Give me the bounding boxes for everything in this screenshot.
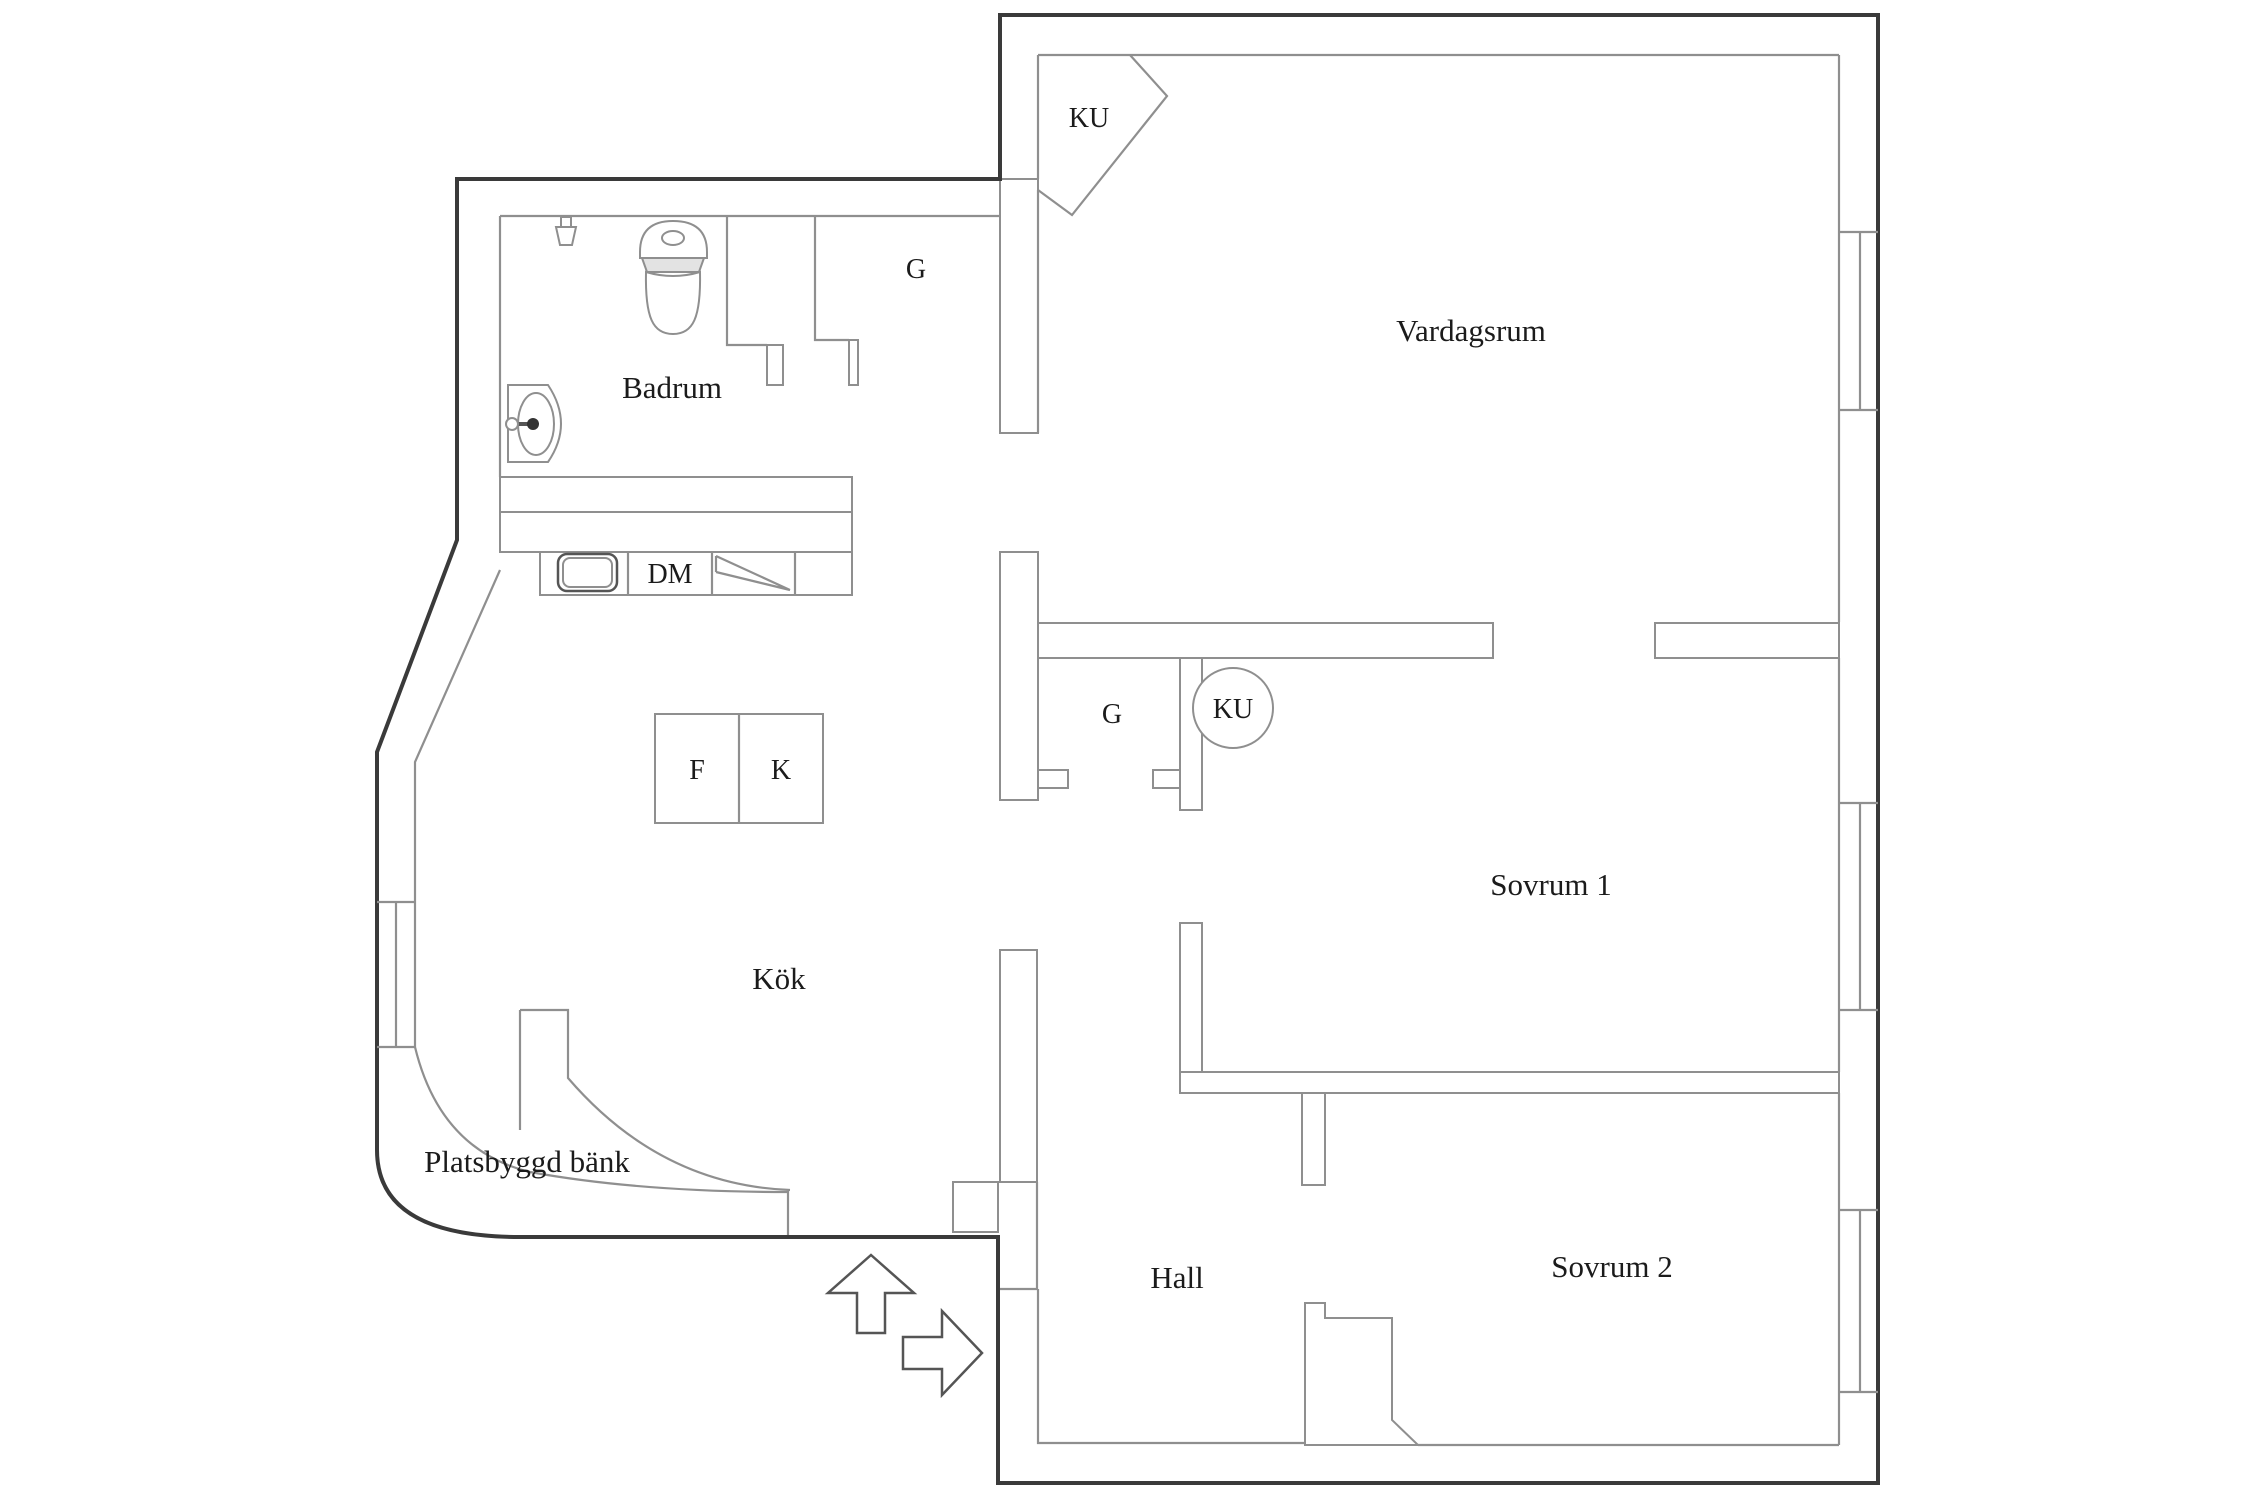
- hall-sovrum2-door-stub: [1301, 1092, 1326, 1186]
- label-platsbyggd-bank: Platsbyggd bänk: [424, 1144, 630, 1179]
- label-dm: DM: [647, 559, 692, 590]
- label-fridge: F: [689, 755, 705, 786]
- wall-closet-sovrum1-lower: [1179, 922, 1203, 1073]
- stove-icon: [714, 555, 791, 592]
- sink-icon: [505, 384, 562, 463]
- wall-kitchen-corridor-pillar: [999, 551, 1039, 801]
- label-ku-corner: KU: [1069, 103, 1109, 134]
- fridge-freezer-unit: [654, 713, 824, 824]
- labels: Vardagsrum Sovrum 1 Sovrum 2 Hall Kök Ba…: [424, 103, 1673, 1295]
- bathroom-south-wall: [499, 476, 853, 513]
- label-sovrum1: Sovrum 1: [1490, 867, 1611, 902]
- wall-kitchen-vardagsrum-upper: [999, 178, 1039, 434]
- label-badrum: Badrum: [622, 370, 722, 405]
- wall-vardagsrum-sovrum1-east: [1654, 622, 1840, 659]
- window-kitchen: [375, 900, 417, 1049]
- arrow-up-icon: [824, 1253, 918, 1335]
- wall-closet-sovrum1-upper: [1179, 657, 1203, 811]
- bathroom-door-jamb: [766, 344, 784, 386]
- label-g-mid: G: [1102, 699, 1122, 730]
- label-ku-circle: KU: [1213, 694, 1253, 725]
- wall-vardagsrum-sovrum1-west: [1037, 622, 1494, 659]
- windows: [375, 230, 1880, 1394]
- kakelugn-round-icon: [1192, 667, 1274, 749]
- wall-sovrum1-hall: [1179, 1071, 1840, 1094]
- entrance-arrows: [824, 1253, 984, 1399]
- label-freezer: K: [771, 755, 791, 786]
- window-sovrum1: [1837, 801, 1880, 1012]
- shower-icon: [554, 216, 578, 246]
- closet-top-door-jamb: [848, 339, 859, 386]
- window-sovrum2: [1837, 1208, 1880, 1394]
- wall-corridor-hall: [999, 949, 1038, 1183]
- toilet-icon: [639, 219, 708, 336]
- fixtures: [499, 54, 1274, 1399]
- kakelugn-corner-icon: [1037, 54, 1169, 217]
- closet-mid-jamb-left: [1037, 769, 1069, 789]
- window-vardagsrum: [1837, 230, 1880, 412]
- kitchen-counter: [499, 511, 853, 596]
- label-kok: Kök: [752, 961, 806, 996]
- label-vardagsrum: Vardagsrum: [1396, 313, 1546, 348]
- label-sovrum2: Sovrum 2: [1551, 1249, 1672, 1284]
- label-hall: Hall: [1150, 1260, 1203, 1295]
- arrow-right-icon: [901, 1307, 984, 1399]
- exterior-wall: [375, 13, 1880, 1485]
- interior-walls: [413, 53, 1841, 1447]
- sovrum2-door-jamb: [1304, 1302, 1421, 1446]
- closet-mid-jamb-right: [1152, 769, 1181, 789]
- entry-door-jamb: [952, 1181, 999, 1233]
- label-g-top: G: [906, 254, 926, 285]
